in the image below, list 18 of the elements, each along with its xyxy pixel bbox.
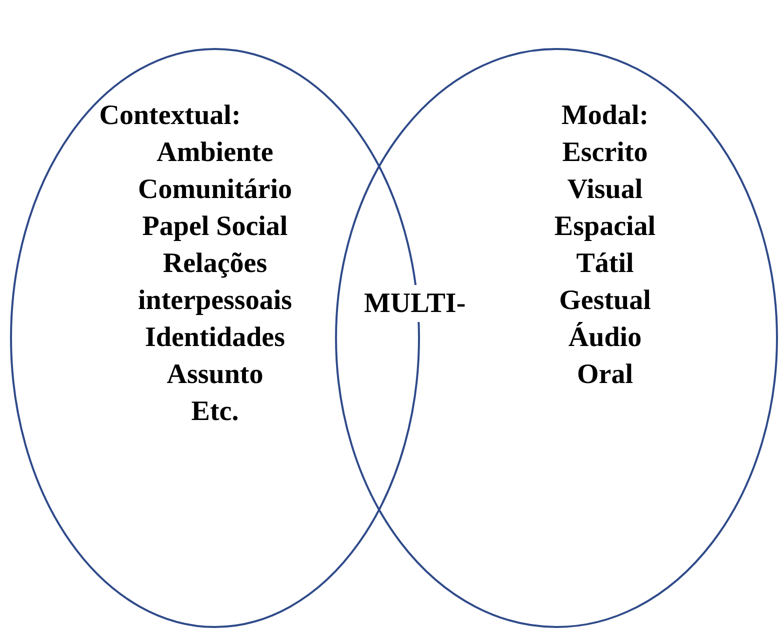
- category-item: Relações: [162, 247, 268, 281]
- overlap-label: MULTI-: [362, 285, 468, 322]
- category-item: Ambiente: [156, 136, 274, 170]
- category-item: Oral: [577, 358, 633, 392]
- category-item: Espacial: [554, 210, 656, 244]
- category-item: Escrito: [562, 136, 648, 170]
- category-item: Identidades: [144, 321, 286, 355]
- category-item: interpessoais: [138, 284, 292, 318]
- category-item: Assunto: [166, 358, 264, 392]
- category-item: Gestual: [559, 284, 651, 318]
- category-item: Tátil: [576, 247, 634, 281]
- category-item: Áudio: [568, 321, 642, 355]
- category-heading: Contextual:: [99, 99, 241, 133]
- category-heading: Modal:: [561, 99, 649, 133]
- category-item: Etc.: [191, 395, 239, 429]
- category-item: Papel Social: [142, 210, 288, 244]
- category-item: Visual: [567, 173, 643, 207]
- category-item: Comunitário: [138, 173, 292, 207]
